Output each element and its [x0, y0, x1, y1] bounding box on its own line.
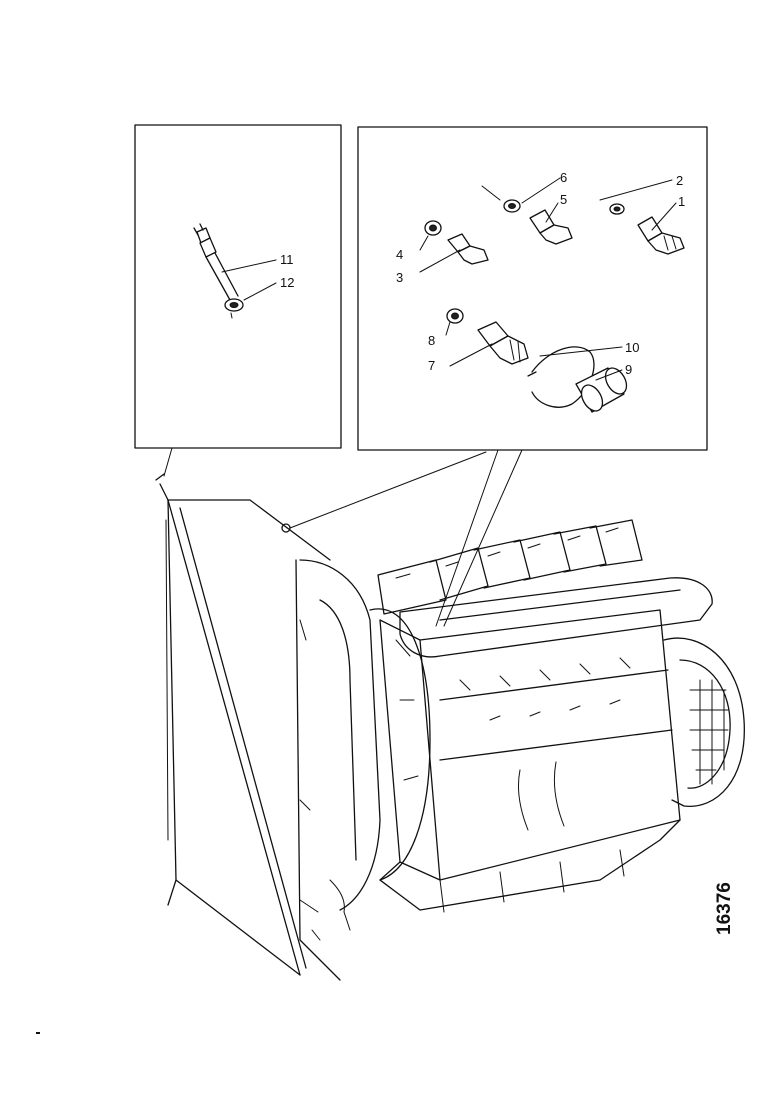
callout-7: 7	[428, 358, 435, 373]
callout-3: 3	[396, 270, 403, 285]
left-inset-panel: 11 12	[134, 124, 342, 449]
radiator-drawing-icon	[155, 473, 381, 981]
washer-icon	[224, 298, 244, 319]
sensor-assembly-icon	[446, 308, 529, 365]
leader-5	[545, 202, 559, 223]
callout-10: 10	[625, 340, 639, 355]
callout-4: 4	[396, 247, 403, 262]
callout-12: 12	[280, 275, 294, 290]
leader-9	[595, 369, 623, 381]
oil-sender-icon	[424, 220, 489, 265]
leader-4	[419, 235, 429, 251]
temperature-sensor-icon	[193, 223, 239, 301]
right-inset-panel: 2 1 6 5 4 3	[357, 126, 708, 451]
canister-with-clamp-icon	[527, 346, 628, 413]
leader-3	[419, 249, 461, 273]
callout-1: 1	[678, 194, 685, 209]
callout-5: 5	[560, 192, 567, 207]
leader-1	[651, 202, 677, 231]
callout-11: 11	[280, 252, 294, 267]
engine-drawing-icon	[369, 519, 745, 913]
callout-6: 6	[560, 170, 567, 185]
leader-7	[449, 343, 493, 367]
leader-12	[243, 282, 277, 301]
pressure-sender-icon	[609, 203, 685, 255]
leader-8	[445, 321, 451, 336]
scan-speck	[36, 1032, 40, 1034]
leader-2	[599, 179, 673, 201]
callout-2: 2	[676, 173, 683, 188]
callout-9: 9	[625, 362, 632, 377]
leader-11	[221, 259, 277, 273]
callout-8: 8	[428, 333, 435, 348]
leader-10	[539, 346, 623, 357]
locator-lines	[163, 447, 523, 627]
figure-number: 16376	[714, 882, 735, 935]
temperature-sender-icon	[503, 199, 573, 245]
leader-6	[481, 177, 561, 204]
